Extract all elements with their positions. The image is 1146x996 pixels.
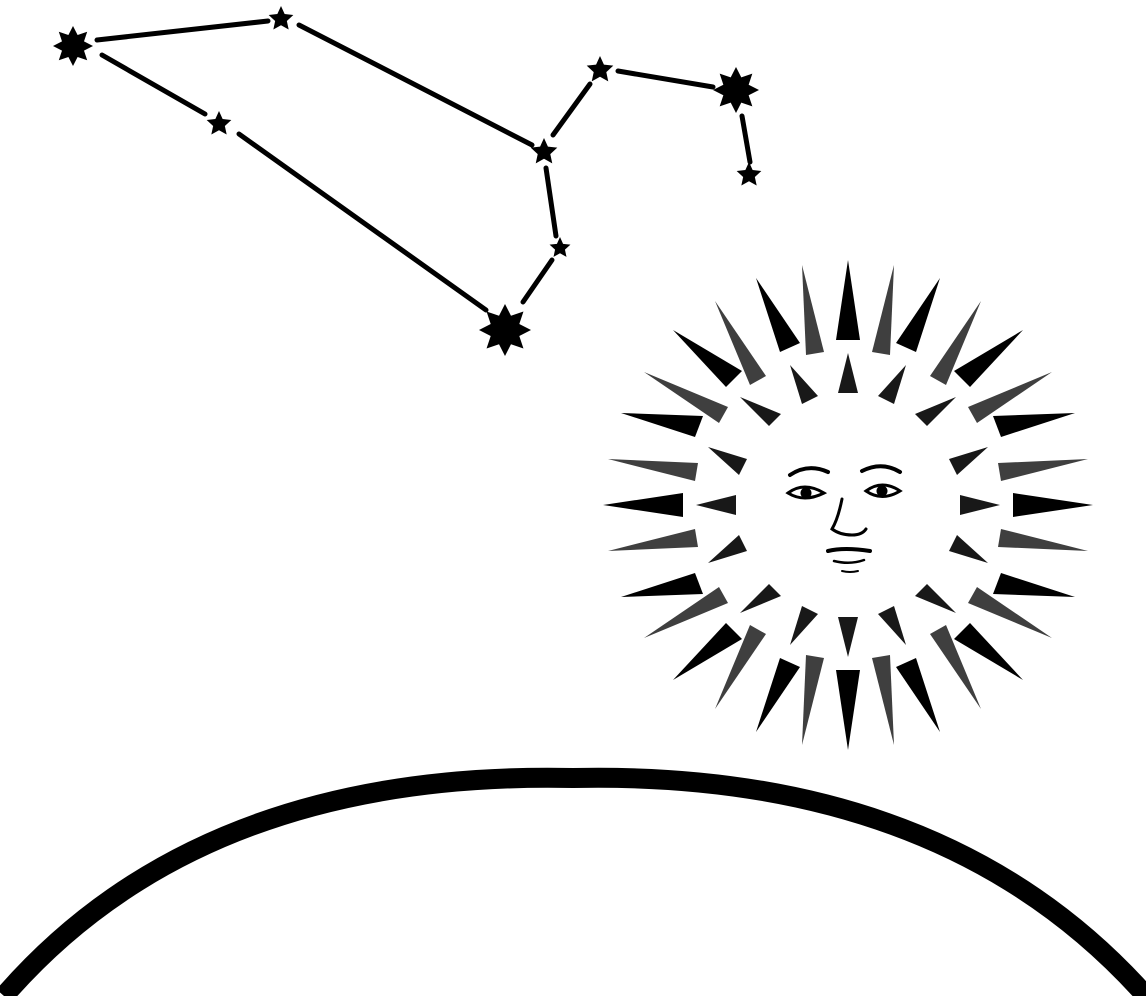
star-icon	[479, 304, 531, 356]
star-icon	[713, 67, 759, 113]
sun-face-icon	[603, 260, 1093, 750]
star-icon	[269, 6, 294, 30]
star-icon	[207, 111, 232, 135]
star-icon	[737, 162, 762, 186]
star-icon	[587, 56, 614, 81]
star-icon	[53, 26, 93, 66]
constellation-icon	[53, 6, 761, 356]
star-icon	[550, 237, 571, 257]
earth-horizon-icon	[4, 778, 1146, 996]
star-icon	[531, 138, 558, 163]
